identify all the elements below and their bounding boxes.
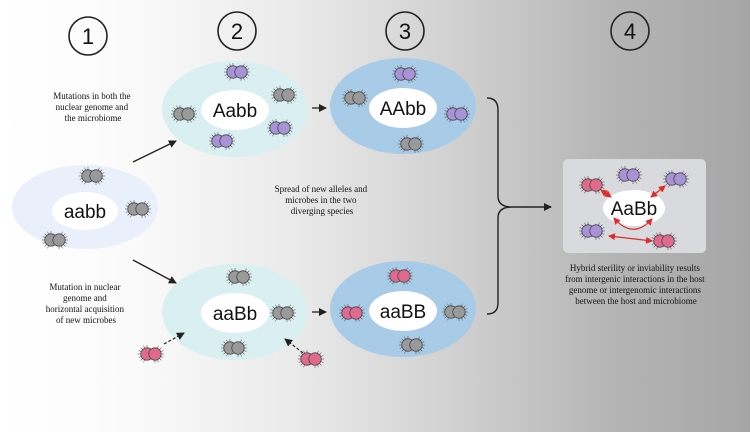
grey-microbe-icon [270, 304, 296, 322]
pink-microbe-icon [387, 267, 413, 285]
grey-microbe-icon [398, 135, 424, 153]
genotype-label: aaBB [380, 302, 426, 323]
grey-microbe-icon [42, 231, 68, 249]
lower-host-step2: aaBb [162, 264, 308, 360]
divergence-arrow-up [132, 140, 177, 163]
genotype-label: aaBb [213, 304, 257, 325]
microbe-layer [42, 63, 689, 368]
grey-microbe-icon [226, 268, 252, 286]
step-marker-4: 4 [610, 11, 650, 51]
divergence-arrow-down [132, 259, 177, 284]
hybrid-caption: Hybrid sterility or inviability results … [565, 263, 707, 306]
ancestor-host: aabb [12, 165, 158, 249]
purple-microbe-icon [616, 166, 642, 184]
pink-microbe-icon [339, 304, 365, 322]
step-number: 4 [624, 19, 636, 44]
grey-microbe-icon [442, 303, 468, 321]
genotype-label: AaBb [611, 199, 657, 220]
genotype-label: AAbb [380, 99, 426, 120]
purple-microbe-icon [224, 63, 250, 81]
step-marker-1: 1 [68, 16, 108, 56]
interaction-arrows [600, 185, 666, 244]
purple-microbe-icon [663, 170, 689, 188]
upper-mutation-caption: Mutations in both the nuclear genome and… [53, 91, 133, 123]
grey-microbe-icon [271, 86, 297, 104]
step-marker-3: 3 [385, 11, 425, 51]
upper-host-step2: Aabb [162, 61, 308, 157]
grey-microbe-icon [221, 339, 247, 357]
genotype-label: aabb [64, 202, 106, 223]
spread-caption: Spread of new alleles and microbes in th… [275, 184, 370, 216]
purple-microbe-icon [392, 65, 418, 83]
grey-microbe-icon [342, 89, 368, 107]
purple-microbe-icon [209, 132, 235, 150]
upper-host-step3: AAbb [330, 58, 476, 154]
grey-microbe-icon [399, 336, 425, 354]
lower-host-step3: aaBB [330, 261, 476, 357]
grey-microbe-icon [125, 200, 151, 218]
step-number: 3 [399, 19, 411, 44]
lower-mutation-caption: Mutation in nuclear genome and horizonta… [46, 282, 126, 325]
pink-microbe-icon [579, 176, 605, 194]
merge-bracket [486, 97, 513, 315]
purple-microbe-icon [444, 105, 470, 123]
acquisition-arrow-left [163, 332, 185, 345]
purple-microbe-icon [579, 222, 605, 240]
purple-microbe-icon [267, 119, 293, 137]
grey-microbe-icon [171, 105, 197, 123]
step-number: 1 [82, 24, 94, 49]
pink-microbe-icon [298, 350, 324, 368]
step-marker-2: 2 [217, 11, 257, 51]
pink-microbe-icon [138, 345, 164, 363]
pink-microbe-icon [651, 232, 677, 250]
acquisition-arrow-right [284, 338, 304, 354]
genotype-label: Aabb [213, 101, 257, 122]
grey-microbe-icon [79, 167, 105, 185]
step-number: 2 [231, 19, 243, 44]
